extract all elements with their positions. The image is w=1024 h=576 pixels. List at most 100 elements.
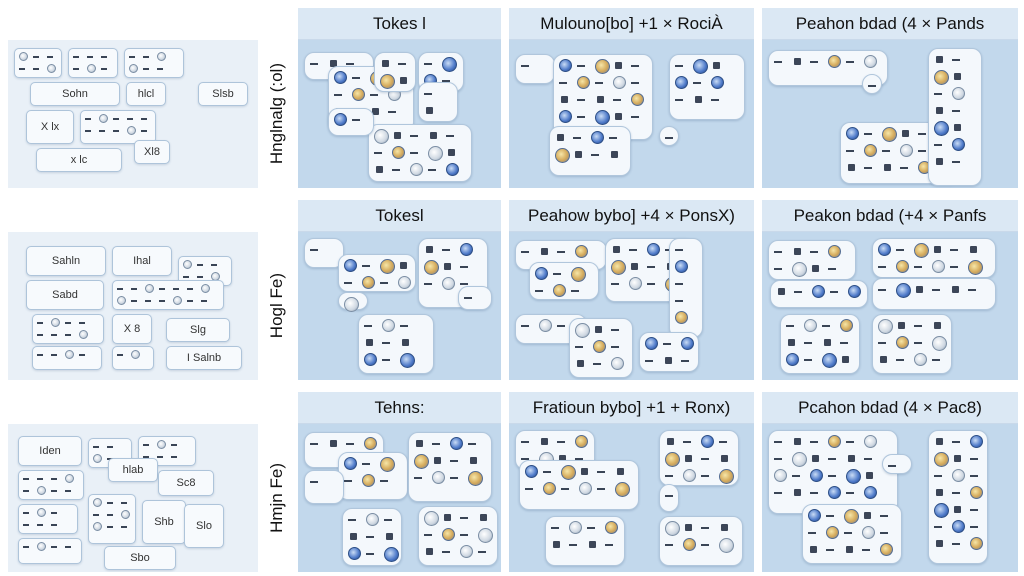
token-icon	[559, 110, 572, 123]
dash-glyph	[107, 514, 113, 516]
dash-glyph	[428, 169, 436, 171]
token-icon	[828, 435, 841, 448]
square-glyph	[444, 263, 451, 270]
token-icon	[400, 353, 415, 368]
token-icon	[786, 353, 799, 366]
dash-glyph	[157, 456, 163, 458]
dash-glyph	[197, 276, 203, 278]
square-glyph	[330, 60, 337, 67]
token-icon	[675, 260, 688, 273]
dash-glyph	[521, 65, 529, 67]
row2-card-8: Slg	[166, 318, 230, 342]
row3-card-panel: Iden hlab Sc8 Shb Slo Sbo	[8, 424, 258, 572]
row2-card-4: Sabd	[26, 280, 104, 310]
dash-glyph	[968, 289, 976, 291]
dash-glyph	[117, 288, 123, 290]
dash-glyph	[362, 265, 370, 267]
dash-glyph	[934, 144, 942, 146]
dash-glyph	[665, 495, 673, 497]
row2-card-7: X 8	[112, 314, 152, 344]
square-glyph	[936, 56, 943, 63]
dash-glyph	[543, 471, 551, 473]
token-icon	[47, 64, 56, 73]
dash-glyph	[424, 63, 432, 65]
row3-col2-cluster-4	[659, 484, 679, 512]
token-icon	[364, 437, 377, 450]
token-icon	[380, 259, 395, 274]
square-glyph	[615, 113, 622, 120]
row3-col3-cluster-1	[768, 430, 898, 514]
dash-glyph	[424, 534, 432, 536]
dash-glyph	[822, 325, 830, 327]
row2-card-9	[32, 346, 102, 370]
row3-col1-header: Tehns:	[298, 392, 501, 424]
square-glyph	[846, 546, 853, 553]
square-glyph	[376, 166, 383, 173]
row1-col2-cluster-4	[669, 54, 745, 120]
dash-glyph	[701, 527, 709, 529]
square-glyph	[848, 455, 855, 462]
dash-glyph	[804, 359, 812, 361]
dash-glyph	[828, 458, 836, 460]
dash-glyph	[701, 544, 709, 546]
dash-glyph	[159, 288, 165, 290]
square-glyph	[954, 506, 961, 513]
token-icon	[575, 323, 590, 338]
row1-col2-panel	[509, 40, 754, 188]
row1-card-9-label: Xl8	[144, 146, 160, 158]
dash-glyph	[521, 458, 529, 460]
dash-glyph	[310, 249, 318, 251]
dash-glyph	[51, 512, 57, 514]
square-glyph	[936, 107, 943, 114]
dash-glyph	[952, 492, 960, 494]
dash-glyph	[468, 443, 476, 445]
row2-col3-cluster-2	[872, 238, 996, 278]
dash-glyph	[51, 490, 57, 492]
token-icon	[934, 503, 949, 518]
row2-col1-cluster-1	[304, 238, 344, 268]
dash-glyph	[23, 524, 29, 526]
token-icon	[380, 74, 395, 89]
dash-glyph	[143, 68, 149, 70]
dash-glyph	[37, 354, 43, 356]
dash-glyph	[880, 532, 888, 534]
token-icon	[344, 259, 357, 272]
token-icon	[93, 522, 102, 531]
token-icon	[364, 353, 377, 366]
row1-card-8	[80, 110, 156, 144]
dash-glyph	[171, 444, 177, 446]
row1-label-wrap: Hnglnalg (:ol)	[258, 40, 296, 188]
dash-glyph	[424, 93, 432, 95]
dash-glyph	[573, 137, 581, 139]
token-icon	[460, 545, 473, 558]
token-icon	[384, 547, 399, 562]
token-icon	[840, 319, 853, 332]
square-glyph	[952, 286, 959, 293]
dash-glyph	[460, 283, 468, 285]
token-icon	[792, 262, 807, 277]
token-icon	[862, 526, 875, 539]
dash-glyph	[970, 509, 978, 511]
dash-glyph	[37, 478, 43, 480]
dash-glyph	[382, 342, 390, 344]
dash-glyph	[828, 475, 836, 477]
token-icon	[432, 471, 445, 484]
dash-glyph	[952, 441, 960, 443]
dash-glyph	[380, 282, 388, 284]
row3-col2-cluster-6	[659, 516, 743, 566]
row1-label: Hnglnalg (:ol)	[267, 63, 286, 165]
dash-glyph	[93, 514, 99, 516]
token-icon	[846, 127, 859, 140]
token-icon	[968, 260, 983, 275]
token-icon	[446, 163, 459, 176]
square-glyph	[695, 96, 702, 103]
row2-col3-cluster-6	[872, 314, 952, 374]
row1-col3-cluster-1	[768, 50, 888, 86]
token-icon	[934, 121, 949, 136]
dash-glyph	[85, 118, 91, 120]
dash-glyph	[846, 61, 854, 63]
square-glyph	[386, 533, 393, 540]
dash-glyph	[460, 517, 468, 519]
dash-glyph	[346, 443, 354, 445]
row2-card-10	[112, 346, 154, 370]
